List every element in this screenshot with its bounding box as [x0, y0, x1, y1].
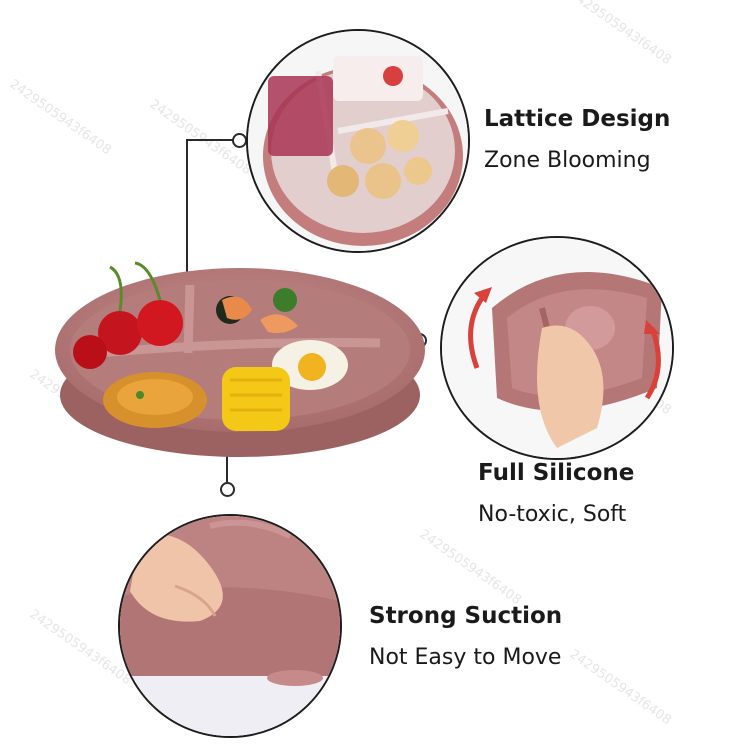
- connector-dot-top: [232, 133, 247, 148]
- lattice-design-photo: [246, 29, 470, 253]
- feature-title-lattice-design: Lattice Design: [484, 106, 671, 132]
- connector-dot-bottom: [220, 482, 235, 497]
- feature-title-strong-suction: Strong Suction: [369, 603, 563, 629]
- connector-line-bottom: [226, 440, 228, 486]
- connector-line-top-vertical: [186, 139, 188, 357]
- watermark-text: 2429505943f6408: [566, 646, 674, 729]
- connector-line-top-horizontal: [186, 139, 236, 141]
- watermark-text: 2429505943f6408: [566, 0, 674, 69]
- watermark-text: 2429505943f6408: [416, 526, 524, 609]
- full-silicone-photo: [440, 236, 674, 460]
- strong-suction-photo: [118, 514, 342, 738]
- feature-subtitle-zone-blooming: Zone Blooming: [484, 148, 651, 173]
- feature-subtitle-no-toxic-soft: No-toxic, Soft: [478, 502, 627, 527]
- main-plate-image: [50, 255, 435, 465]
- watermark-text: 2429505943f6408: [6, 76, 114, 159]
- feature-title-full-silicone: Full Silicone: [478, 460, 635, 486]
- feature-subtitle-not-easy-to-move: Not Easy to Move: [369, 645, 562, 670]
